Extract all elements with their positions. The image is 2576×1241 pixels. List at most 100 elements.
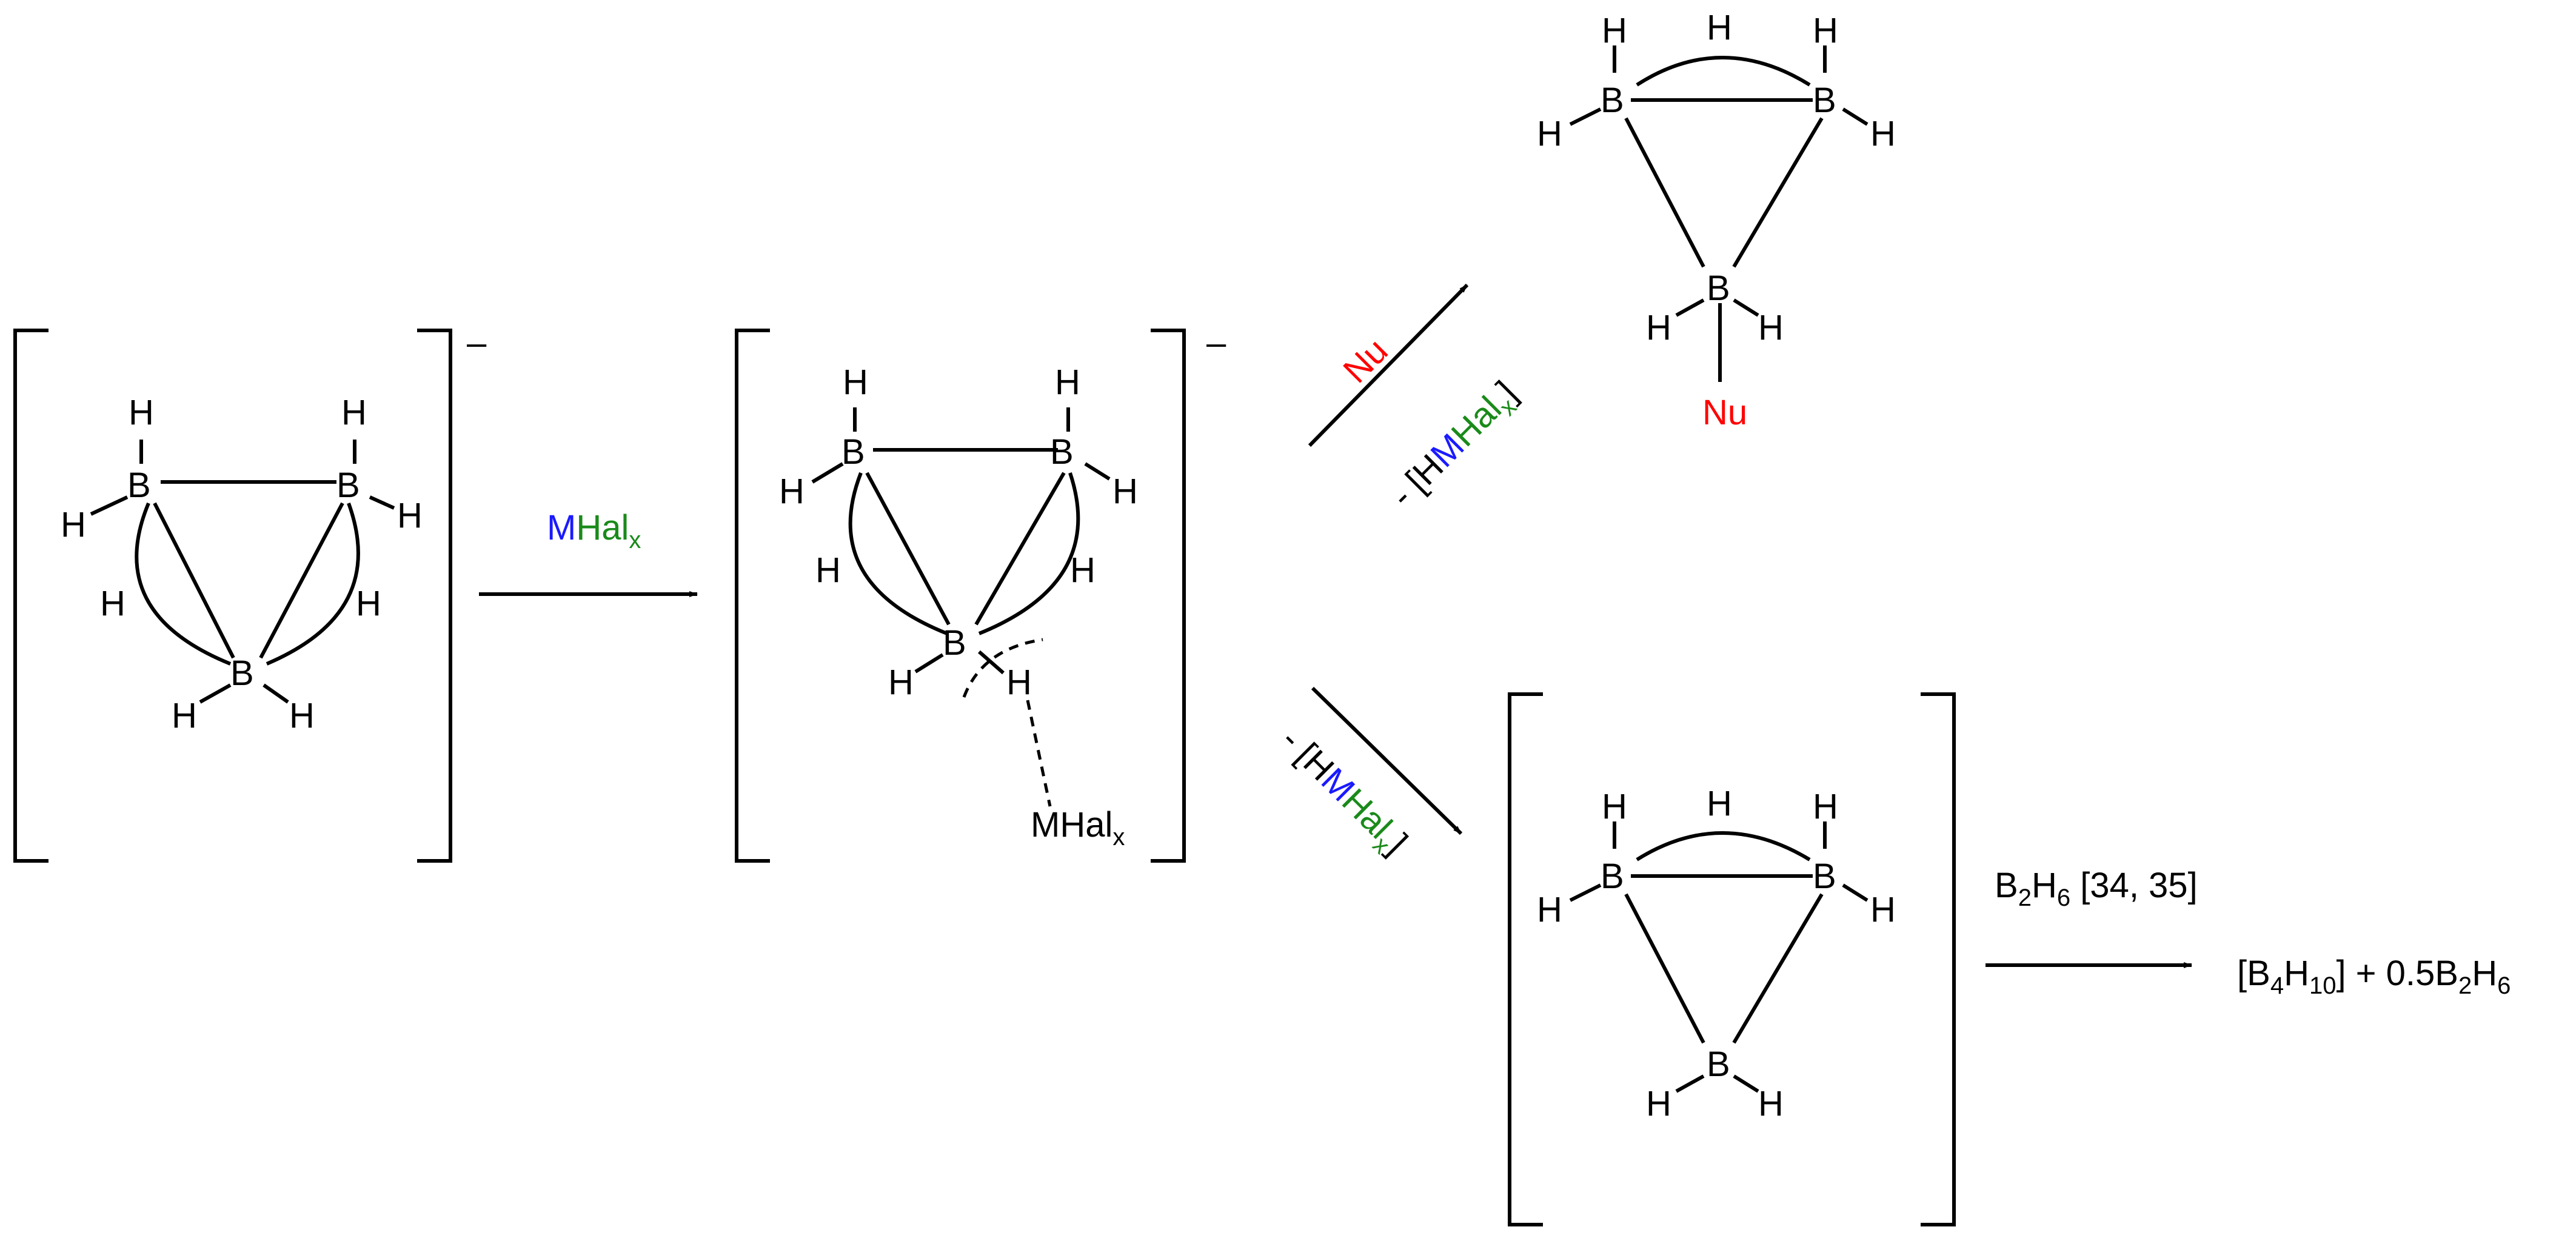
atom-h: H	[815, 550, 841, 590]
atom-b: B	[127, 466, 151, 505]
bridge-h-top	[1636, 56, 1811, 87]
atom-h: H	[1602, 11, 1627, 50]
final-product: [B4H10] + 0.5B2H6	[2237, 954, 2511, 999]
right-bracket-1	[417, 329, 452, 863]
bond-b-b-left	[153, 502, 235, 659]
arrow-upper-group: Nu - [HMHalx]	[1308, 283, 1528, 519]
atom-nu: Nu	[1702, 393, 1747, 432]
structure-b3h8-anion: – B B B H H H H H H H H	[13, 323, 487, 863]
reagent-b2h6: B2H6 [34, 35]	[1995, 866, 2198, 911]
arrow-lower-group: - [HMHalx]	[1270, 686, 1463, 866]
bond-b-h	[1569, 107, 1602, 126]
arrow-1-group: MHalx	[479, 508, 698, 597]
atom-b: B	[1707, 269, 1730, 308]
atom-b: B	[943, 623, 966, 663]
atom-h: H	[397, 496, 423, 535]
atom-b: B	[1601, 857, 1624, 896]
leaving-group-upper: - [HMHalx]	[1383, 373, 1528, 519]
atom-h: H	[1112, 472, 1138, 511]
atom-h: H	[1707, 784, 1732, 823]
bridge-h-top	[1636, 831, 1811, 861]
atom-h: H	[1055, 363, 1080, 402]
atom-h: H	[1758, 1084, 1784, 1123]
bond-b-h	[90, 495, 129, 516]
reagent-mhalx: MHalx	[547, 508, 641, 554]
atom-h: H	[1707, 8, 1732, 47]
arrow-final-group: B2H6 [34, 35] [B4H10] + 0.5B2H6	[1986, 866, 2511, 999]
bond-b-h	[978, 650, 1005, 675]
atom-b: B	[1601, 81, 1624, 120]
atom-h: H	[100, 584, 125, 623]
atom-h: H	[1813, 787, 1838, 826]
atom-h: H	[289, 696, 315, 735]
atom-h: H	[1537, 114, 1562, 153]
bond-b-b-left	[1624, 117, 1705, 268]
atom-h: H	[1758, 308, 1784, 347]
bond-breaking-curve	[962, 638, 1043, 698]
atom-h: H	[1646, 1084, 1671, 1123]
atom-h: H	[1813, 11, 1838, 50]
agostic-interaction	[1026, 700, 1052, 807]
atom-h: H	[843, 363, 868, 402]
atom-b: B	[336, 466, 360, 505]
left-bracket-4	[1508, 692, 1543, 1226]
atom-h: H	[1070, 550, 1096, 590]
bond-b-h	[1733, 298, 1759, 317]
atom-h: H	[1646, 308, 1671, 347]
atom-h: H	[1870, 890, 1896, 929]
atom-h: H	[129, 393, 154, 432]
atom-b: B	[1813, 857, 1836, 896]
bridge-h-left	[135, 502, 232, 666]
reaction-arrow-lower	[1311, 686, 1463, 835]
atom-h: H	[172, 696, 197, 735]
bond-b-b-right	[1732, 117, 1824, 268]
complex-mhalx: MHalx	[1031, 805, 1125, 851]
bond-b-h	[369, 495, 395, 510]
atom-b: B	[1707, 1045, 1730, 1084]
bond-b-h	[1675, 298, 1705, 317]
bond-b-b-right	[974, 472, 1066, 626]
atom-b: B	[1813, 81, 1836, 120]
bond-b-h	[1084, 462, 1111, 481]
bond-b-h	[1842, 883, 1868, 902]
bond-b-b-right	[1732, 893, 1824, 1044]
bond-b-b-right	[259, 502, 344, 659]
bond-b-h	[199, 683, 232, 704]
atom-b: B	[230, 654, 254, 693]
right-bracket-2	[1151, 329, 1186, 863]
bond-b-h	[811, 462, 844, 484]
bridge-h-right	[266, 502, 360, 666]
charge-2: –	[1206, 323, 1226, 363]
bridge-h-left	[848, 472, 948, 635]
atom-h: H	[1537, 890, 1562, 929]
reagent-nu: Nu	[1336, 331, 1395, 390]
structure-nu-adduct: B B B H H H H H H H Nu	[1537, 8, 1896, 432]
bond-b-b-left	[865, 472, 951, 626]
atom-h: H	[1602, 787, 1627, 826]
left-bracket-1	[13, 329, 49, 863]
bond-b-h	[1733, 1074, 1759, 1093]
bond-b-h	[1675, 1074, 1705, 1093]
charge-1: –	[467, 323, 487, 363]
right-bracket-4	[1921, 692, 1956, 1226]
atom-h: H	[1870, 114, 1896, 153]
left-bracket-2	[735, 329, 770, 863]
atom-h: H	[356, 584, 381, 623]
bridge-h-right	[978, 472, 1080, 635]
bond-b-h	[1569, 883, 1602, 902]
atom-b: B	[841, 432, 865, 472]
bond-b-h	[263, 683, 289, 704]
atom-h: H	[779, 472, 805, 511]
bond-b-h	[1842, 107, 1868, 126]
atom-h: H	[61, 505, 86, 544]
atom-h: H	[1006, 663, 1032, 702]
bond-b-h	[914, 653, 944, 674]
bond-b-b-left	[1624, 893, 1705, 1044]
atom-b: B	[1050, 432, 1074, 472]
atom-h: H	[888, 663, 914, 702]
leaving-group-lower: - [HMHalx]	[1270, 720, 1415, 866]
reaction-arrow-upper	[1308, 283, 1469, 447]
structure-b3h7: B B B H H H H H H H	[1508, 692, 1956, 1226]
structure-intermediate: – B B B H H H H H H H H MHalx	[735, 323, 1226, 863]
